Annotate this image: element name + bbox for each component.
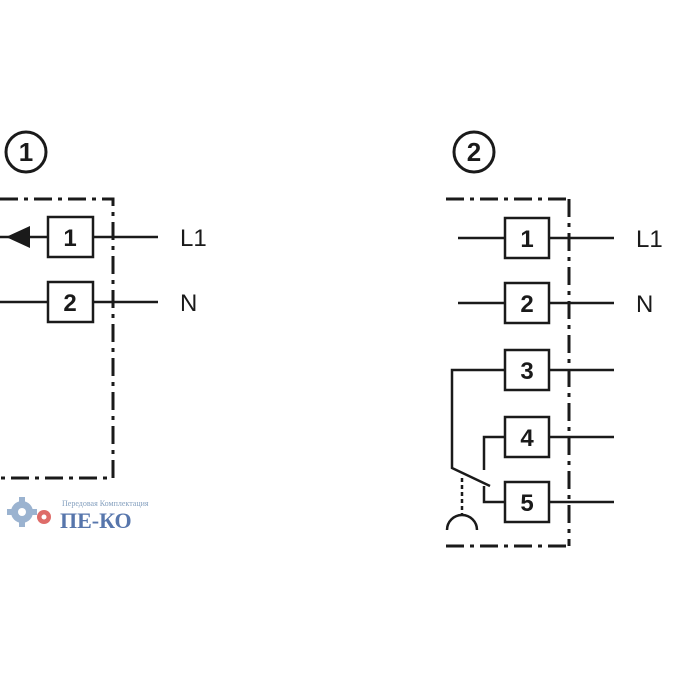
diagram-2-terminal-1 — [503, 216, 551, 260]
diagram-1-number: 1 — [4, 130, 48, 174]
diagram-1-enclosure — [0, 197, 115, 480]
diagram-2-relay-contact — [445, 368, 505, 531]
diagram-1-terminal-1-label: 1 — [63, 225, 76, 252]
diagram-1-terminal-2-label: 2 — [63, 290, 76, 317]
diagram-1-number-text: 1 — [19, 137, 33, 167]
company-logo: Передовая Комплектация ПЕ-КО — [7, 497, 149, 533]
diagram-2: 2 1 L1 2 N — [445, 130, 663, 548]
diagram-2-row-1: 1 L1 — [458, 216, 663, 260]
logo-subtitle: Передовая Комплектация — [62, 499, 149, 508]
diagram-1-terminal-2 — [46, 280, 95, 324]
diagram-2-terminal-3-label: 3 — [520, 358, 533, 385]
diagram-1-row-1: 1 L1 — [0, 215, 207, 259]
diagram-2-terminal-2 — [503, 281, 551, 325]
diagram-2-terminal-2-label: 2 — [520, 291, 533, 318]
diagram-2-terminal-1-label: 1 — [520, 226, 533, 253]
diagram-1-terminal-1 — [46, 215, 95, 259]
diagram-2-label-n: N — [636, 291, 653, 318]
gear-icon — [7, 497, 37, 527]
diagram-1-label-l1: L1 — [180, 225, 207, 252]
small-gear-icon — [37, 510, 51, 524]
diagram-2-row-4: 4 — [503, 415, 614, 459]
diagram-2-terminal-5-label: 5 — [520, 490, 533, 517]
diagram-2-row-2: 2 N — [458, 281, 653, 325]
arrow-left-icon — [6, 226, 30, 248]
diagram-2-enclosure — [446, 197, 571, 548]
diagram-1-label-n: N — [180, 290, 197, 317]
diagram-1-row-2: 2 N — [0, 280, 197, 324]
diagram-2-row-5: 5 — [503, 480, 614, 524]
logo-name: ПЕ-КО — [60, 508, 132, 533]
diagram-2-label-l1: L1 — [636, 226, 663, 253]
diagram-2-terminal-4 — [503, 415, 551, 459]
diagram-2-row-3: 3 — [503, 348, 614, 392]
diagram-2-terminal-3 — [503, 348, 551, 392]
diagram-2-terminal-4-label: 4 — [520, 425, 534, 452]
diagram-2-number-text: 2 — [467, 137, 481, 167]
diagram-2-number: 2 — [452, 130, 496, 174]
diagram-2-terminal-5 — [503, 480, 551, 524]
diagram-1: 1 1 L1 2 N — [0, 130, 207, 480]
